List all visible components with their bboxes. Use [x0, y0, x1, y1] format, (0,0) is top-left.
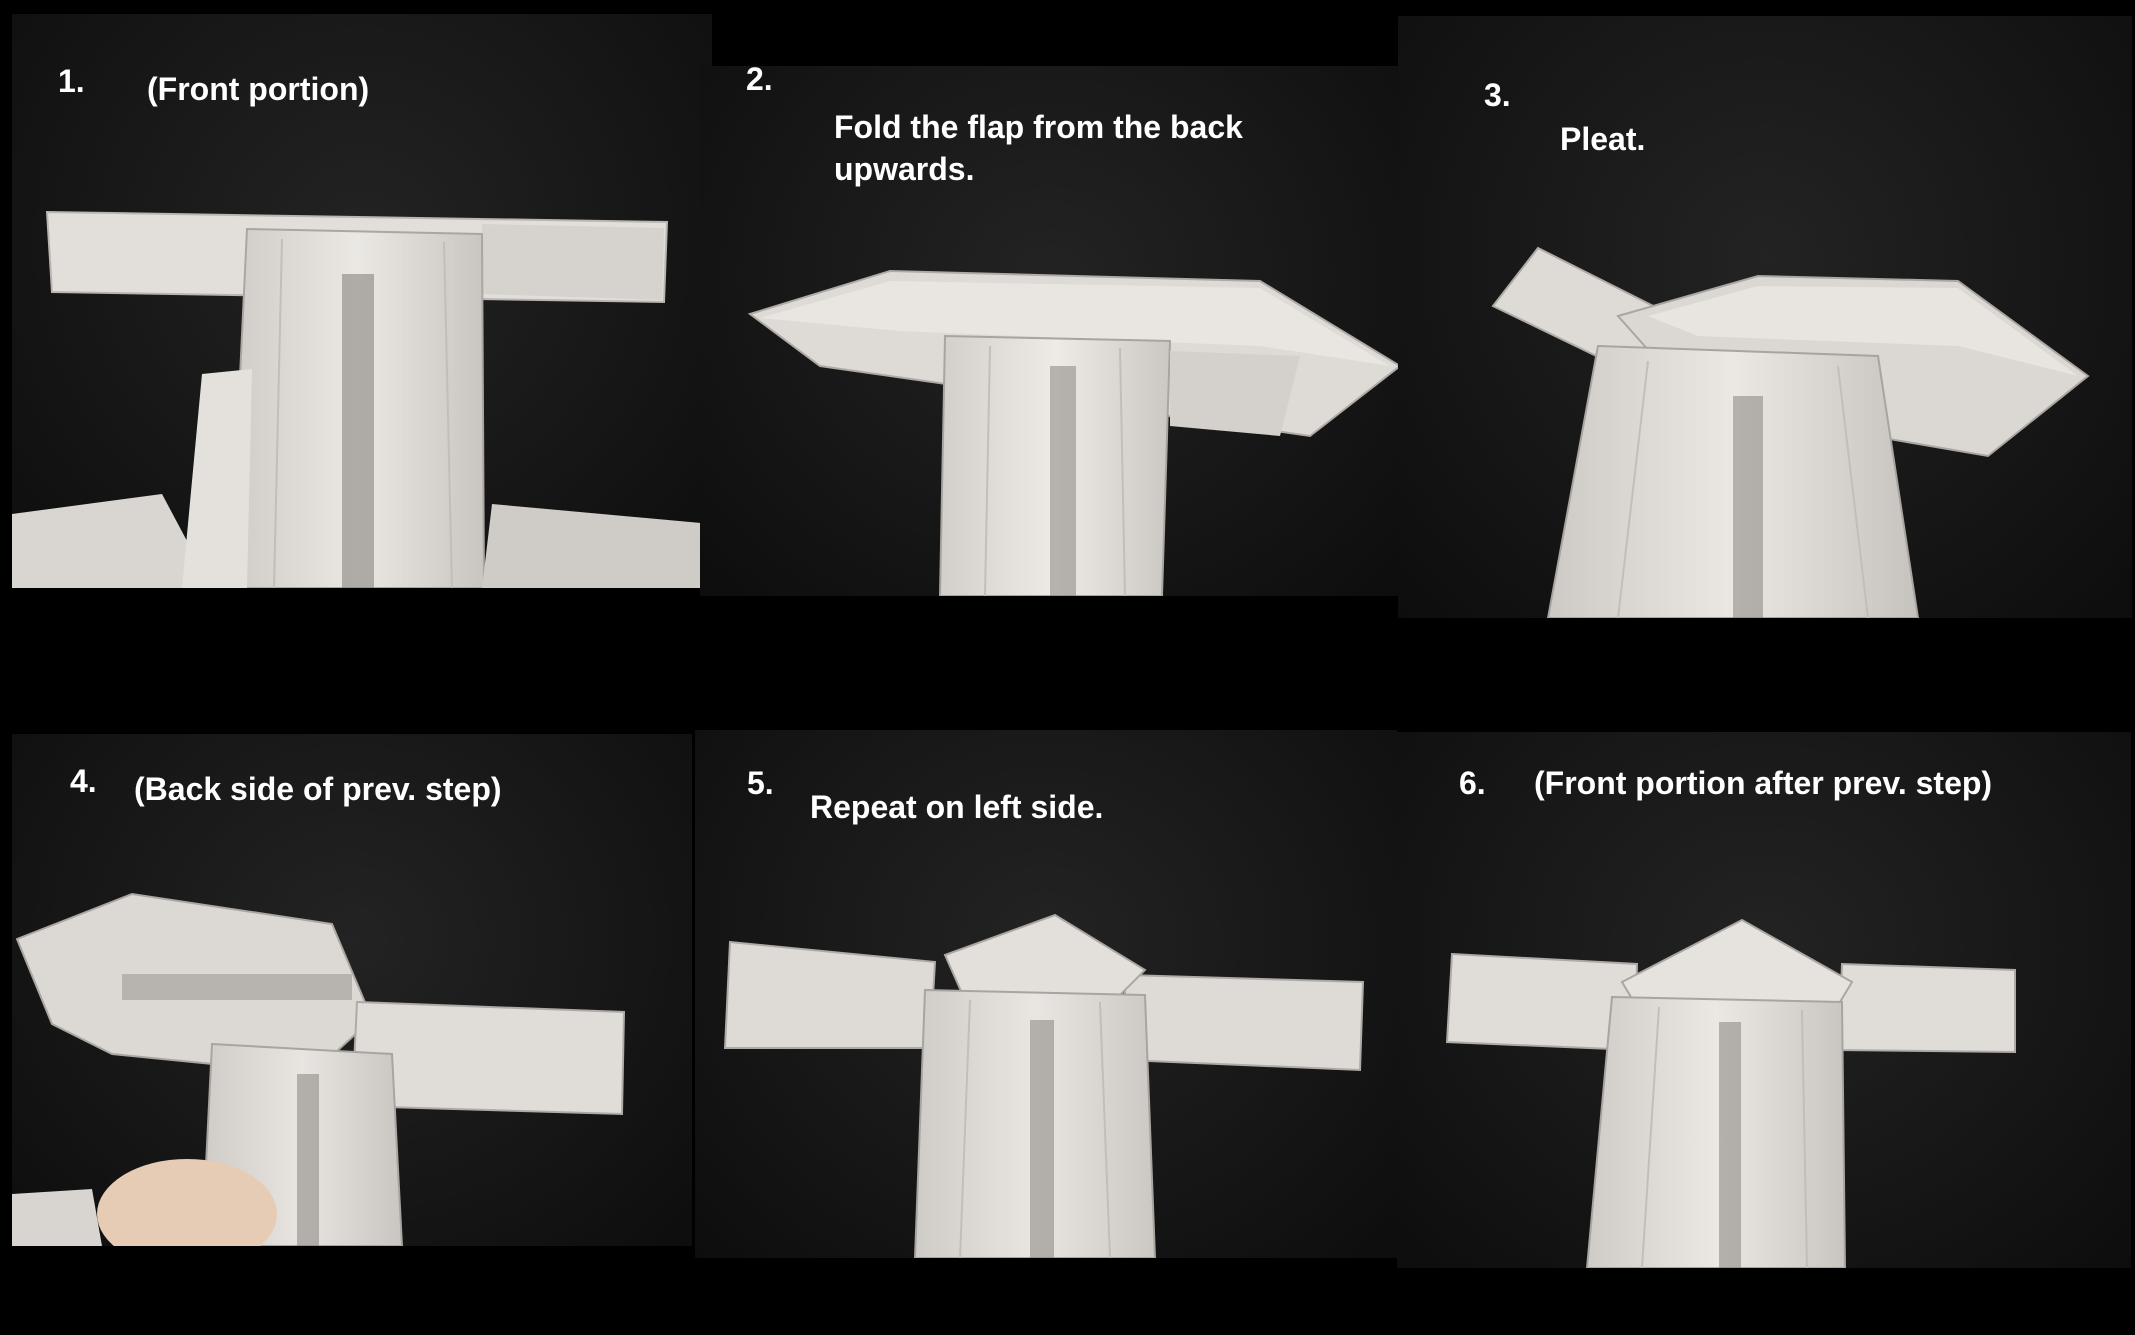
step-5-caption: Repeat on left side.	[810, 789, 1104, 825]
step-5-number: 5.	[747, 765, 774, 801]
step-4-photo	[12, 892, 626, 1246]
step-3-caption: Pleat.	[1560, 121, 1646, 157]
step-1-panel: 1. (Front portion)	[12, 14, 712, 588]
step-6-panel: 6. (Front portion after prev. step)	[1397, 732, 2131, 1268]
step-4-panel: 4. (Back side of prev. step)	[12, 734, 692, 1246]
step-4-number: 4.	[70, 763, 97, 799]
step-3-number: 3.	[1484, 77, 1511, 113]
step-3-panel: 3. Pleat.	[1398, 16, 2132, 618]
step-2-caption: Fold the flap from the back upwards.	[834, 109, 1243, 187]
step-6-photo	[1445, 918, 2016, 1268]
step-1-caption: (Front portion)	[147, 71, 370, 107]
step-2-panel: 2. Fold the flap from the back upwards.	[700, 66, 1400, 596]
step-4-caption: (Back side of prev. step)	[134, 771, 502, 807]
step-2-photo	[747, 269, 1400, 596]
step-3-photo	[1491, 246, 2090, 618]
step-1-photo	[12, 210, 712, 588]
step-5-photo	[723, 913, 1365, 1258]
step-6-number: 6.	[1459, 765, 1486, 801]
step-2-number: 2.	[746, 66, 773, 97]
step-6-caption: (Front portion after prev. step)	[1534, 765, 1993, 801]
step-1-number: 1.	[58, 63, 85, 99]
step-5-panel: 5. Repeat on left side.	[695, 730, 1397, 1258]
